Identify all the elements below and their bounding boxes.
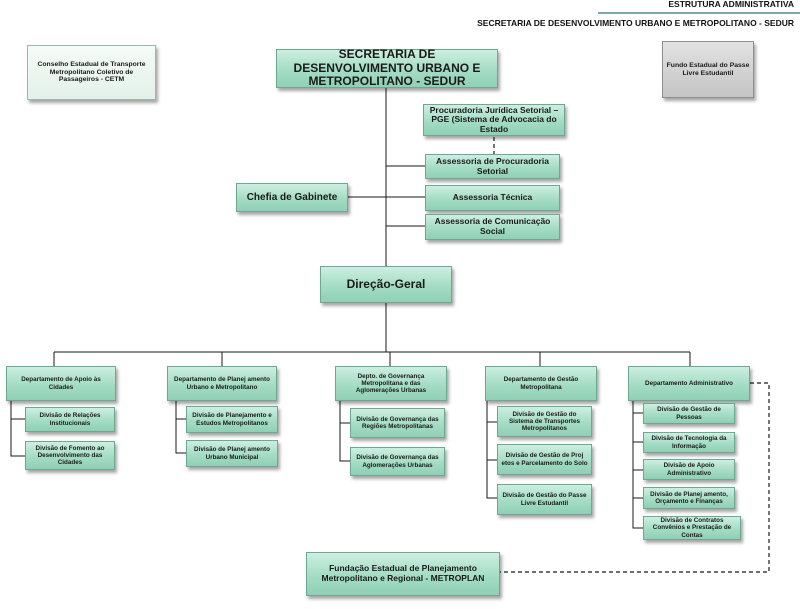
header-subtitle: SECRETARIA DE DESENVOLVIMENTO URBANO E M… bbox=[477, 18, 794, 28]
dept-gestao-metropolitana: Departamento de Gestão Metropolitana bbox=[485, 366, 597, 401]
dept-apoio-cidades: Departamento de Apoio às Cidades bbox=[6, 366, 116, 401]
division-planejamento-estudos: Divisão de Planejamento e Estudos Metrop… bbox=[186, 406, 278, 433]
header-title: ESTRUTURA ADMINISTRATIVA bbox=[668, 0, 794, 9]
division-tecnologia-informacao: Divisão de Tecnologia da Informação bbox=[643, 432, 735, 453]
division-contratos-convenios: Divisão de Contratos Convênios e Prestaç… bbox=[643, 516, 741, 540]
division-governanca-regioes: Divisão de Governança das Regiões Metrop… bbox=[350, 408, 445, 438]
node-sedur: SECRETARIA DE DESENVOLVIMENTO URBANO E M… bbox=[276, 48, 498, 88]
tree-dept-4 bbox=[486, 401, 497, 499]
division-projetos-parcelamento: Divisão de Gestão de Proj etos e Parcela… bbox=[497, 444, 592, 475]
division-fomento-cidades: Divisão de Fomento ao Desenvolvimento da… bbox=[25, 441, 115, 470]
node-pge: Procuradoria Jurídica Setorial – PGE (Si… bbox=[423, 104, 565, 136]
node-metroplan: Fundação Estadual de Planejamento Metrop… bbox=[306, 552, 500, 596]
dept-administrativo: Departamento Administrativo bbox=[628, 366, 750, 401]
node-assessoria-comunicacao: Assessoria de Comunicação Social bbox=[425, 214, 560, 240]
node-assessoria-tecnica: Assessoria Técnica bbox=[425, 185, 560, 211]
node-fundo-passe-livre: Fundo Estadual do Passe Livre Estudantil bbox=[662, 41, 754, 98]
header-divider bbox=[598, 12, 800, 14]
division-planejamento-urbano-municipal: Divisão de Planej amento Urbano Municipa… bbox=[186, 440, 278, 467]
dept-planejamento-urbano: Departamento de Planej amento Urbano e M… bbox=[167, 366, 277, 401]
division-sistema-transportes: Divisão de Gestão do Sistema de Transpor… bbox=[497, 406, 592, 437]
division-apoio-administrativo: Divisão de Apoio Administrativo bbox=[643, 459, 735, 480]
division-governanca-aglomeracoes: Divisão de Governança das Aglomerações U… bbox=[350, 447, 445, 476]
division-gestao-pessoas: Divisão de Gestão de Pessoas bbox=[643, 403, 735, 424]
tree-dept-1 bbox=[10, 401, 25, 457]
tree-dept-3 bbox=[339, 401, 350, 462]
tree-dept-5 bbox=[632, 401, 643, 529]
division-planejamento-orcamento: Divisão de Planej amento, Orçamento e Fi… bbox=[643, 487, 735, 509]
dept-governanca-metropolitana: Depto. de Governança Metropolitana e das… bbox=[335, 366, 447, 401]
dashed-metroplan-link bbox=[500, 382, 770, 573]
node-assessoria-procuradoria: Assessoria de Procuradoria Setorial bbox=[425, 154, 560, 179]
tree-dept-2 bbox=[175, 401, 186, 454]
division-relacoes-institucionais: Divisão de Relações Institucionais bbox=[25, 407, 115, 432]
division-passe-livre: Divisão de Gestão do Passe Livre Estudan… bbox=[497, 484, 592, 515]
node-cetm: Conselho Estadual de Transporte Metropol… bbox=[27, 45, 156, 100]
node-chefia-gabinete: Chefia de Gabinete bbox=[236, 183, 348, 212]
node-direcao-geral: Direção-Geral bbox=[320, 266, 452, 303]
